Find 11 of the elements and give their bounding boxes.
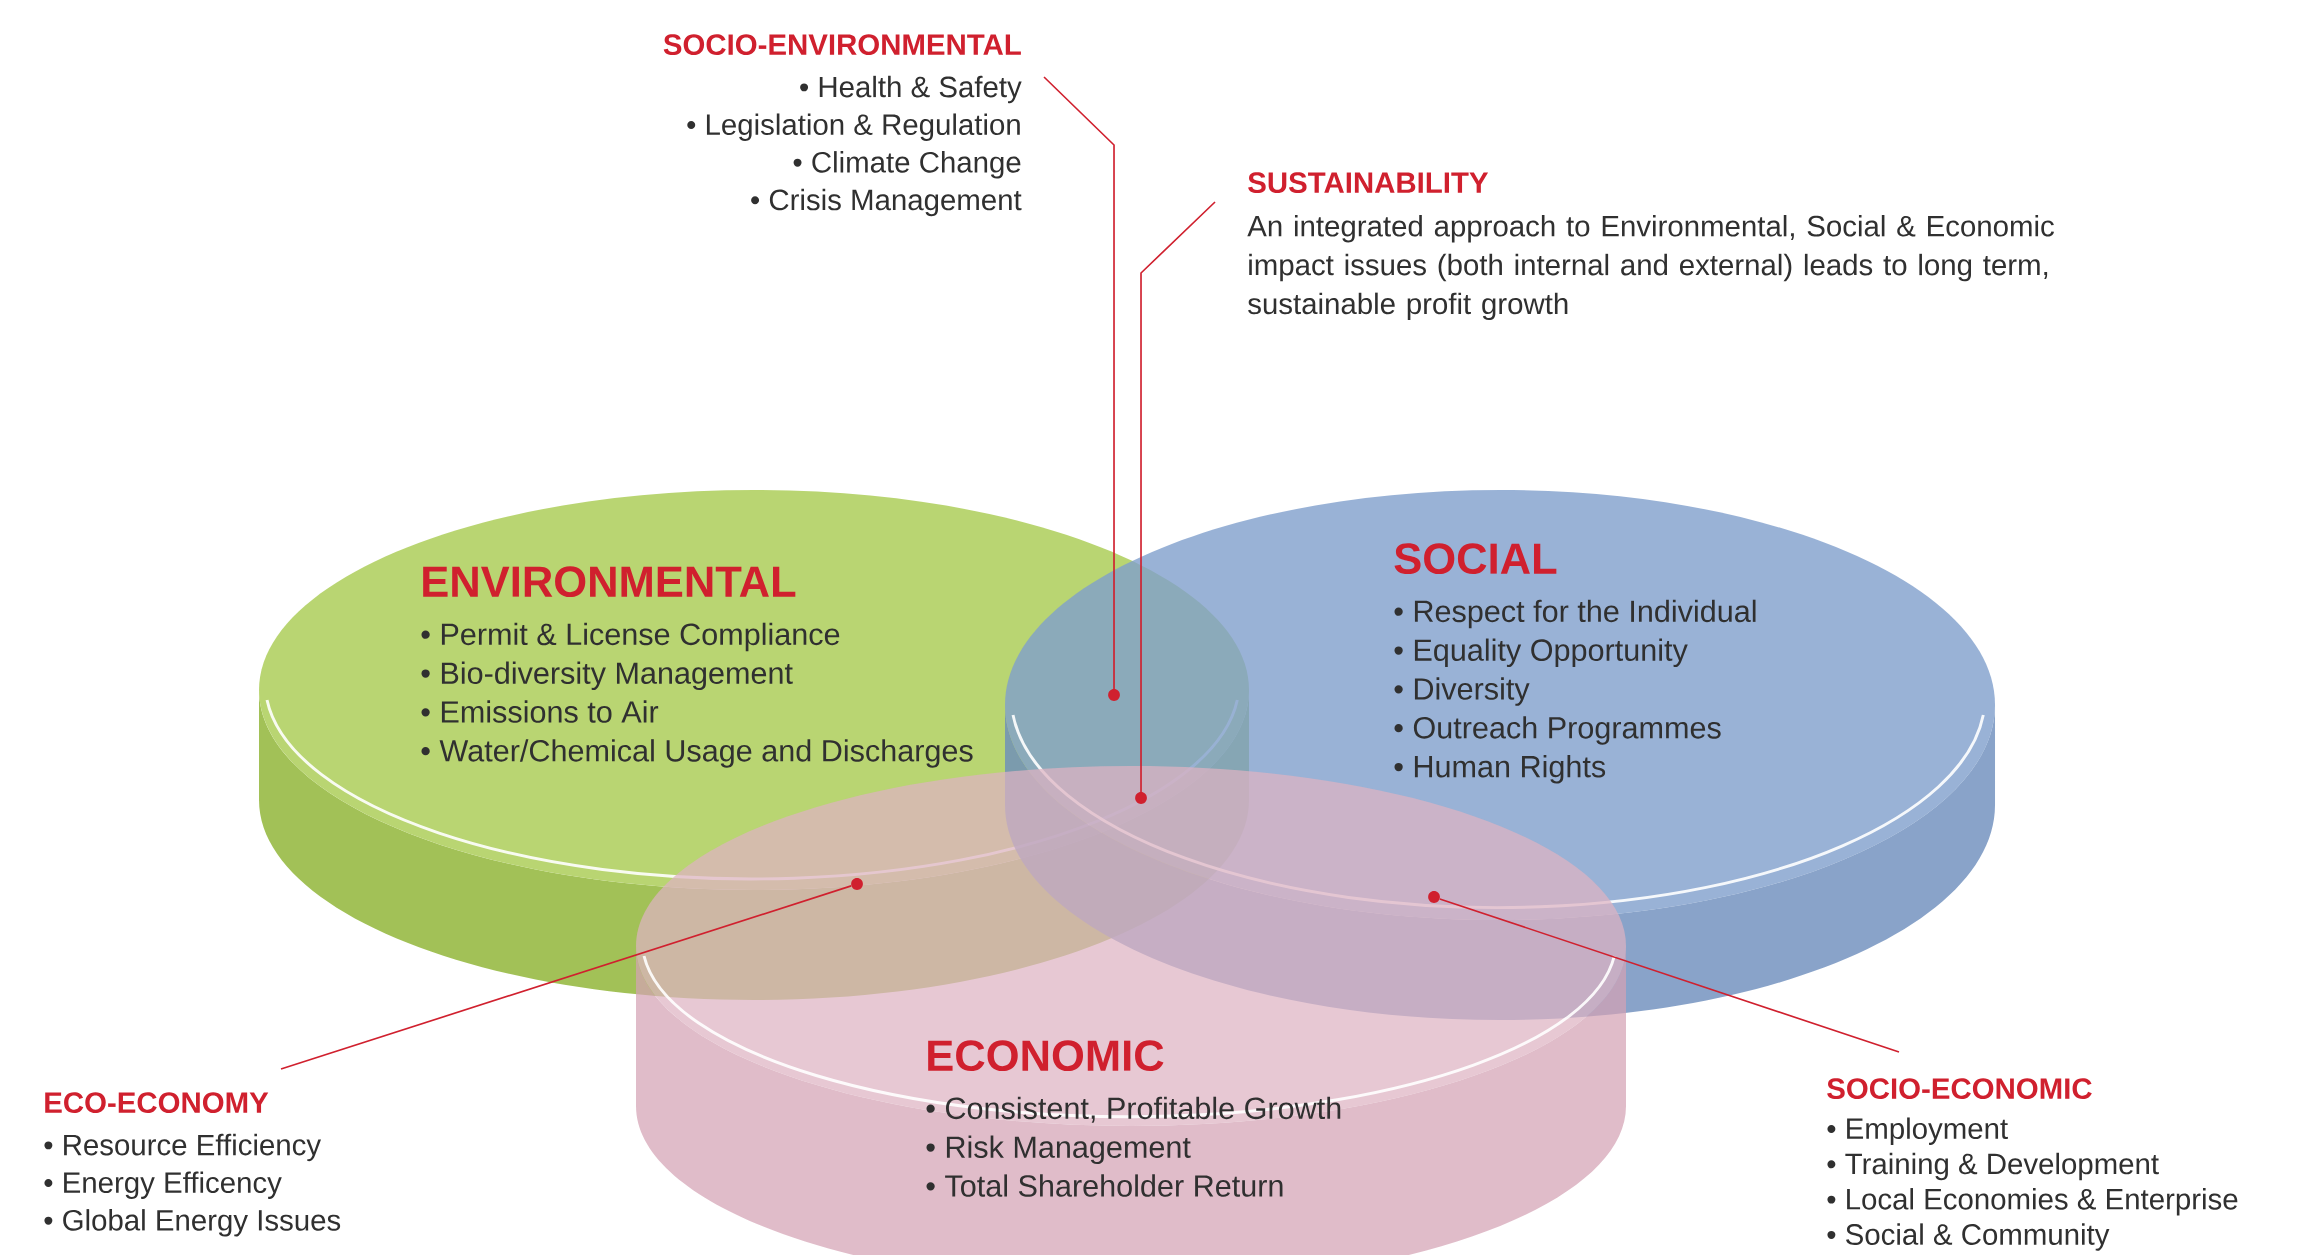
callout-text: SUSTAINABILITY An integrated approach to Environmental, Social & Economic impact issues (both internal and external) leads to long term, sustainable profit growth <box>1247 172 2054 321</box>
callout-text: SOCIO-ECONOMIC • Employment • Training & Development • Local Economies & Enterprise • Social & Community <box>1827 1078 2238 1251</box>
leader-line <box>1140 201 1216 793</box>
disc-text: SOCIAL • Respect for the Individual • Equality Opportunity • Diversity • Outreach Programmes • Human Rights <box>1394 543 1756 784</box>
leader-line <box>1043 76 1115 690</box>
callout-text: SOCIO-ENVIRONMENTAL • Health & Safety • Legislation & Regulation • Climate Change • Crisis Management <box>663 34 1022 217</box>
disc-text: ENVIRONMENTAL • Permit & License Compliance • Bio-diversity Management • Emissions to Air • Water/Chemical Usage and Discharges <box>421 566 973 768</box>
callout-text: ECO-ECONOMY • Resource Efficiency • Energy Efficency • Global Energy Issues <box>44 1092 341 1237</box>
leader-line <box>280 885 852 1070</box>
leader-line <box>1439 898 1900 1053</box>
disc-text: ECONOMIC • Consistent, Profitable Growth • Risk Management • Total Shareholder Return <box>926 1040 1341 1197</box>
